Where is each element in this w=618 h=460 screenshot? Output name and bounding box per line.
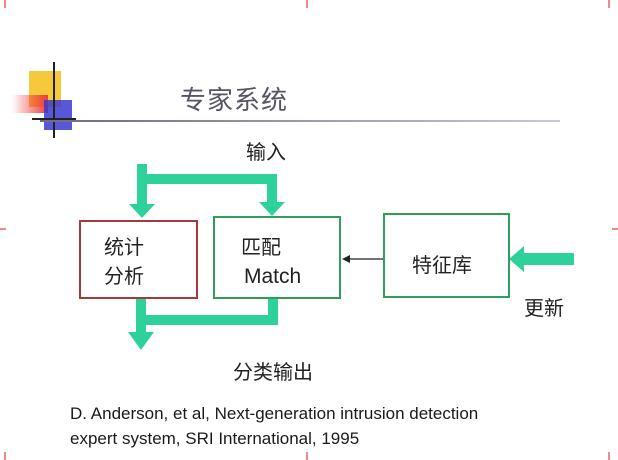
corner-mark [306,452,308,460]
classification-output-label: 分类输出 [233,360,313,384]
input-label: 输入 [246,140,286,164]
input-right-stem [267,174,277,204]
title-ornament-horizontal-line [32,118,76,120]
signature-library-box [383,213,510,298]
output-right-stem [268,299,278,321]
statistics-analysis-box [79,220,198,299]
title-ornament-vertical-line [53,62,55,138]
title-ornament-red [12,95,48,113]
signature-library-label: 特征库 [412,253,472,277]
input-bracket-bar [137,174,277,184]
corner-mark [608,0,610,8]
title-underline [40,120,560,122]
library-to-match-arrowhead [342,255,350,263]
corner-mark [4,452,6,460]
input-left-stem [137,164,147,206]
corner-mark [608,452,610,460]
update-label: 更新 [524,296,564,320]
match-box [213,216,341,299]
citation-line2: expert system, SRI International, 1995 [70,429,360,448]
update-arrow-shaft [520,253,574,265]
input-left-arrowhead [129,204,155,218]
statistics-box-line2: 分析 [104,264,144,288]
output-arrowhead [128,332,154,350]
update-arrowhead [509,246,524,272]
input-right-arrowhead [259,202,285,216]
match-box-line2: Match [244,265,302,288]
title-ornament-blue [44,100,72,130]
slide-title: 专家系统 [180,86,289,116]
output-bracket-bar [136,315,278,325]
corner-mark [4,0,6,8]
corner-mark [612,228,618,230]
corner-mark [306,0,308,8]
corner-mark [0,228,6,230]
citation-line1: D. Anderson, et al, Next-generation intr… [70,404,479,423]
match-box-line1: 匹配 [241,235,281,259]
statistics-box-line1: 统计 [104,235,144,259]
citation: D. Anderson, et al, Next-generation intr… [70,401,478,451]
